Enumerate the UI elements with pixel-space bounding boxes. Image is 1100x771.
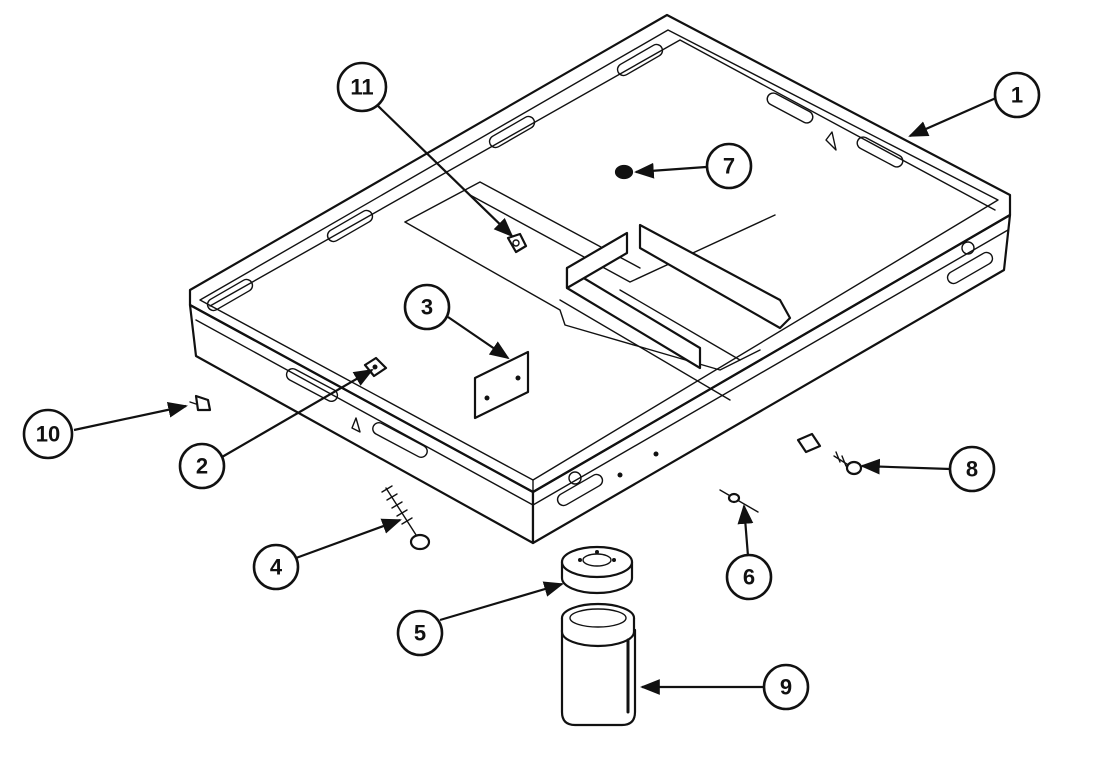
- callout-4: 4: [252, 543, 300, 591]
- jar-part-9: [560, 602, 637, 727]
- tray-slots-back-right: [766, 92, 904, 168]
- callout-10: 10: [22, 408, 74, 460]
- tray-divider-channel: [404, 181, 792, 401]
- callout-6-label: 6: [743, 565, 755, 590]
- screw-part-4: [381, 485, 431, 551]
- callout-9-label: 9: [780, 675, 792, 700]
- callout-1: 1: [993, 71, 1041, 119]
- callout-7: 7: [705, 142, 753, 190]
- cap-part-5: [560, 545, 634, 595]
- callout-1-label: 1: [1011, 83, 1023, 108]
- callout-9: 9: [762, 663, 810, 711]
- plate-part-3: [473, 350, 530, 420]
- callout-5-label: 5: [414, 621, 426, 646]
- bracket-small: [796, 432, 822, 454]
- callout-3: 3: [403, 283, 451, 331]
- screw-part-8: [833, 451, 863, 476]
- callout-3-label: 3: [421, 295, 433, 320]
- tray-assembly: [188, 13, 1012, 545]
- callout-5: 5: [396, 609, 444, 657]
- callout-8-label: 8: [966, 457, 978, 482]
- callout-11-label: 11: [350, 75, 373, 100]
- callout-7-label: 7: [723, 154, 735, 179]
- callout-6: 6: [725, 553, 773, 601]
- callout-11: 11: [336, 61, 388, 113]
- pin-part-6: [719, 489, 759, 513]
- clip-part-10: [189, 394, 212, 412]
- plug-part-7: [614, 164, 634, 180]
- clip-part-11: [506, 232, 528, 254]
- callout-4-label: 4: [270, 555, 283, 580]
- callout-8: 8: [948, 445, 996, 493]
- callout-10-label: 10: [36, 422, 60, 447]
- callout-2: 2: [178, 442, 226, 490]
- leader-lines: [73, 96, 997, 695]
- callout-2-label: 2: [196, 454, 208, 479]
